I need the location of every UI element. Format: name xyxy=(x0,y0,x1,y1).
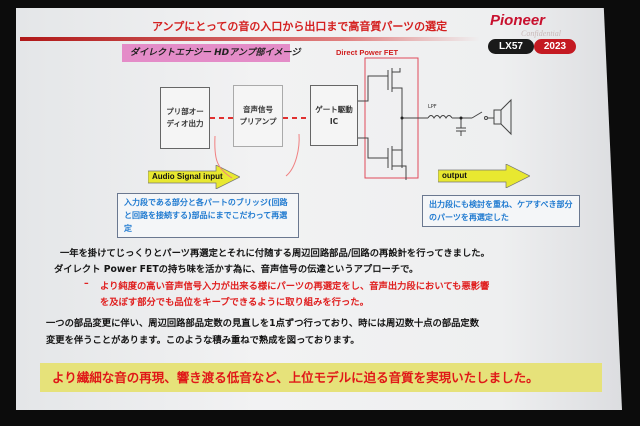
title-rule xyxy=(20,37,480,41)
bullet-line: を及ぼす部分でも品位をキープできるように取り組みを行った。 xyxy=(100,297,369,308)
bullet-marker: – xyxy=(84,278,89,289)
body-line: 変更を伴うことがあります。このような積み重ねで熟成を図っております。 xyxy=(46,335,360,346)
presentation-slide: アンプにとっての音の入口から出口まで高音質パーツの選定 Pioneer Conf… xyxy=(16,8,622,410)
bullet-line: より純度の高い音声信号入力が出来る様にパーツの再選定をし、音声出力段においても悪… xyxy=(100,281,490,292)
preamp-block: 音声信号 プリアンプ xyxy=(233,85,283,147)
body-line: 一つの部品変更に伴い、周辺回路部品定数の見直しを1点ずつ行っており、時には周辺数… xyxy=(46,318,480,329)
output-label: output xyxy=(442,171,467,180)
fet-circuit xyxy=(358,68,512,180)
model-badge: LX57 xyxy=(488,39,534,54)
pointer-curves xyxy=(214,133,300,179)
pre-audio-output-block: プリ部オー ディオ出力 xyxy=(160,87,210,149)
diagram-label: ダイレクトエナジー HDアンプ部イメージ xyxy=(122,44,300,62)
output-note: 出力段にも検討を重ね、ケアすべき部分のパーツを再選定した xyxy=(422,195,580,227)
pioneer-logo: Pioneer xyxy=(490,12,546,29)
circuit-diagram: LPF xyxy=(210,57,512,180)
audio-input-arrow: Audio Signal input xyxy=(148,165,240,189)
lpf-label: LPF xyxy=(428,104,437,110)
fet-label: Direct Power FET xyxy=(336,48,399,57)
slide-title: アンプにとっての音の入口から出口まで高音質パーツの選定 xyxy=(152,20,448,33)
audio-input-label: Audio Signal input xyxy=(152,172,223,181)
body-line: 一年を掛けてじっくりとパーツ再選定とそれに付随する周辺回路部品/回路の再設計を行… xyxy=(60,248,490,259)
input-note: 入力段である部分と各パートのブリッジ(回路と回路を接続する)部品にまでこだわって… xyxy=(117,193,299,238)
confidential-watermark: Confidential xyxy=(521,29,561,38)
gate-driver-ic-block: ゲート駆動 IC xyxy=(310,85,358,146)
body-line: ダイレクト Power FETの持ち味を活かす為に、音声信号の伝達というアプロー… xyxy=(54,264,419,275)
conclusion-banner: より繊細な音の再現、響き渡る低音など、上位モデルに迫る音質を実現いたしました。 xyxy=(40,363,602,392)
output-arrow: output xyxy=(438,164,530,188)
year-badge: 2023 xyxy=(534,39,576,54)
